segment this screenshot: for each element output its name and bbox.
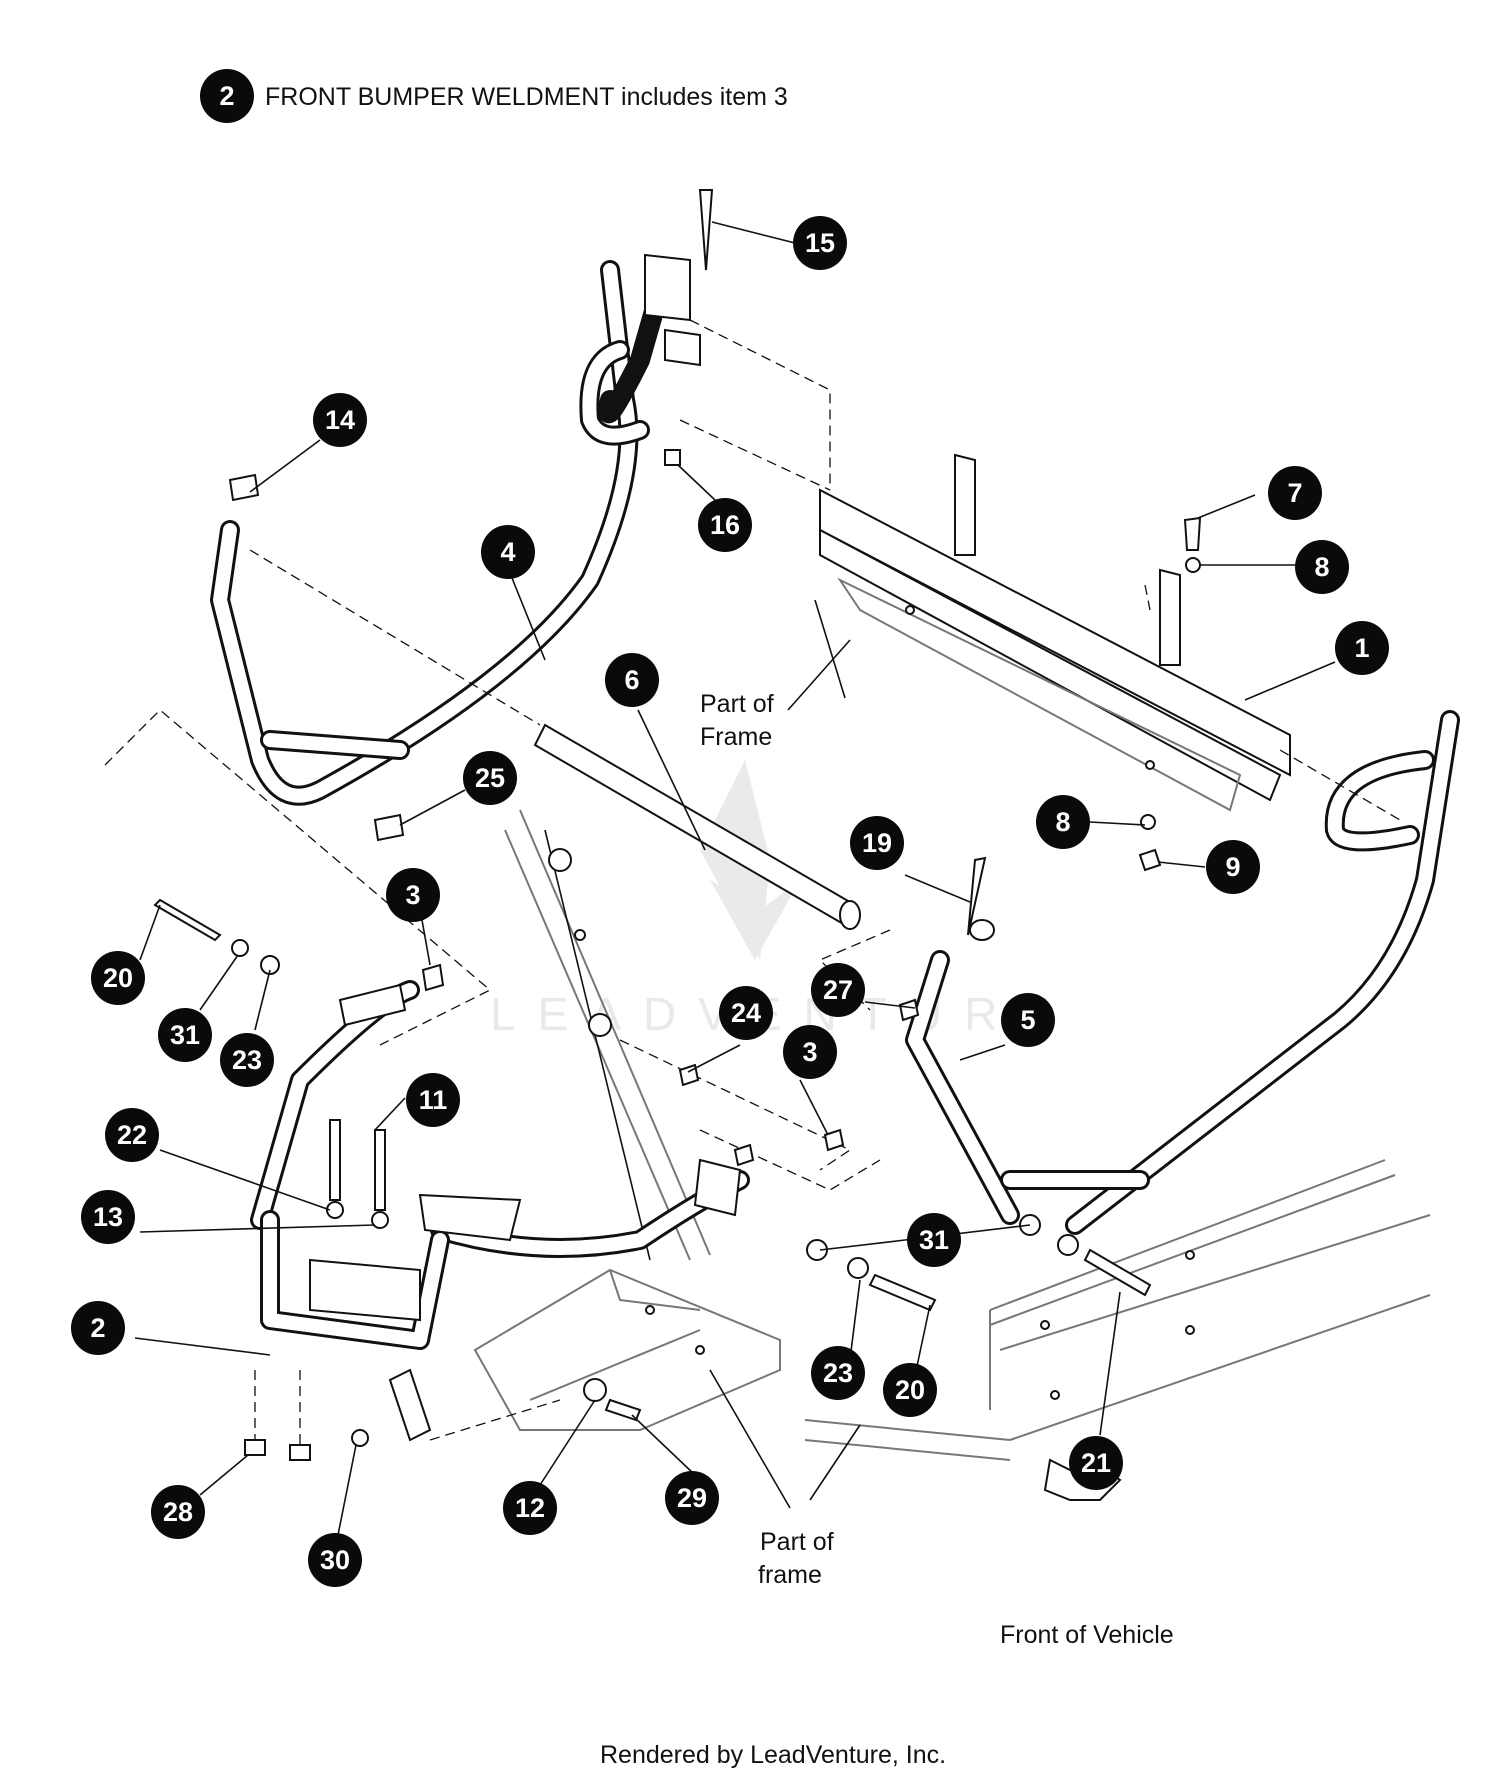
callout-28: 28	[151, 1485, 205, 1539]
frame-bracket-bottom	[473, 1268, 781, 1431]
svg-text:7: 7	[1287, 478, 1302, 508]
callout-14: 14	[313, 393, 367, 447]
svg-text:19: 19	[862, 828, 892, 858]
part-1-cross-member	[819, 453, 1291, 812]
callout-6: 6	[605, 653, 659, 707]
svg-text:27: 27	[823, 975, 853, 1005]
callout-29: 29	[665, 1471, 719, 1525]
header-badge-number: 2	[219, 81, 234, 111]
svg-text:11: 11	[419, 1085, 448, 1115]
header-badge: 2	[200, 69, 254, 123]
svg-text:25: 25	[475, 763, 505, 793]
callout-9: 9	[1206, 840, 1260, 894]
header-text: FRONT BUMPER WELDMENT includes item 3	[265, 83, 788, 111]
svg-text:21: 21	[1081, 1448, 1111, 1478]
callout-4: 4	[481, 525, 535, 579]
frame-rail-center	[504, 809, 711, 1261]
label-part-of-frame-top-line2: Frame	[700, 723, 772, 751]
svg-text:8: 8	[1055, 807, 1070, 837]
footer-rendered-by: Rendered by LeadVenture, Inc.	[600, 1741, 946, 1769]
callout-27: 27	[811, 963, 865, 1017]
callout-15: 15	[793, 216, 847, 270]
svg-text:6: 6	[624, 665, 639, 695]
svg-text:23: 23	[232, 1045, 262, 1075]
callout-31-left: 31	[158, 1008, 212, 1062]
frame-rail-lower	[804, 1159, 1431, 1461]
svg-text:29: 29	[677, 1483, 707, 1513]
callout-11: 11	[406, 1073, 460, 1127]
callout-8-top: 8	[1295, 540, 1349, 594]
callout-23-right: 23	[811, 1346, 865, 1400]
callout-12: 12	[503, 1481, 557, 1535]
callout-8-lower: 8	[1036, 795, 1090, 849]
svg-text:24: 24	[731, 998, 761, 1028]
callout-25: 25	[463, 751, 517, 805]
label-part-of-frame-bottom-line2: frame	[758, 1561, 822, 1589]
svg-text:31: 31	[170, 1020, 200, 1050]
svg-text:20: 20	[103, 963, 133, 993]
svg-text:8: 8	[1314, 552, 1329, 582]
svg-text:4: 4	[500, 537, 515, 567]
svg-text:20: 20	[895, 1375, 925, 1405]
callout-16: 16	[698, 498, 752, 552]
svg-text:1: 1	[1354, 633, 1369, 663]
svg-text:23: 23	[823, 1358, 853, 1388]
svg-text:3: 3	[405, 880, 420, 910]
svg-text:30: 30	[320, 1545, 350, 1575]
label-front-of-vehicle: Front of Vehicle	[1000, 1621, 1174, 1649]
callout-30: 30	[308, 1533, 362, 1587]
callout-24: 24	[719, 986, 773, 1040]
callout-3-left: 3	[386, 868, 440, 922]
svg-text:15: 15	[805, 228, 835, 258]
svg-text:13: 13	[93, 1202, 123, 1232]
callout-1: 1	[1335, 621, 1389, 675]
callout-19: 19	[850, 816, 904, 870]
svg-text:5: 5	[1020, 1005, 1035, 1035]
svg-text:3: 3	[802, 1037, 817, 1067]
svg-text:16: 16	[710, 510, 740, 540]
part-6-cross-tube	[533, 723, 861, 930]
svg-text:31: 31	[919, 1225, 949, 1255]
part-5-right-tube	[905, 710, 1460, 1235]
callout-22: 22	[105, 1108, 159, 1162]
callout-20-right: 20	[883, 1363, 937, 1417]
part-2-front-bumper	[250, 980, 750, 1442]
callout-21: 21	[1069, 1436, 1123, 1490]
callout-20-left: 20	[91, 951, 145, 1005]
leader-lines	[134, 221, 1336, 1536]
callout-2: 2	[71, 1301, 125, 1355]
label-part-of-frame-top-line1: Part of	[700, 690, 774, 718]
label-part-of-frame-bottom-line1: Part of	[760, 1528, 834, 1556]
callout-5: 5	[1001, 993, 1055, 1047]
callout-23-left: 23	[220, 1033, 274, 1087]
svg-text:14: 14	[325, 405, 355, 435]
svg-text:9: 9	[1225, 852, 1240, 882]
svg-text:12: 12	[515, 1493, 545, 1523]
svg-text:2: 2	[90, 1313, 105, 1343]
callout-3-right: 3	[783, 1025, 837, 1079]
svg-text:22: 22	[117, 1120, 147, 1150]
callout-7: 7	[1268, 466, 1322, 520]
callout-31-right: 31	[907, 1213, 961, 1267]
callout-13: 13	[81, 1190, 135, 1244]
part-4-left-tube	[210, 253, 701, 806]
svg-text:28: 28	[163, 1497, 193, 1527]
